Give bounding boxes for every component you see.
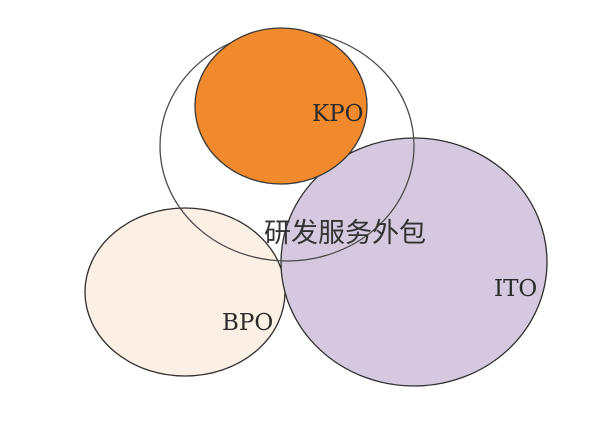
center-label: 研发服务外包	[264, 218, 426, 249]
bpo-label: BPO	[222, 310, 273, 336]
kpo-ellipse	[194, 27, 368, 185]
bpo-ellipse	[84, 207, 286, 377]
ito-label: ITO	[494, 276, 537, 302]
kpo-label: KPO	[312, 101, 364, 127]
